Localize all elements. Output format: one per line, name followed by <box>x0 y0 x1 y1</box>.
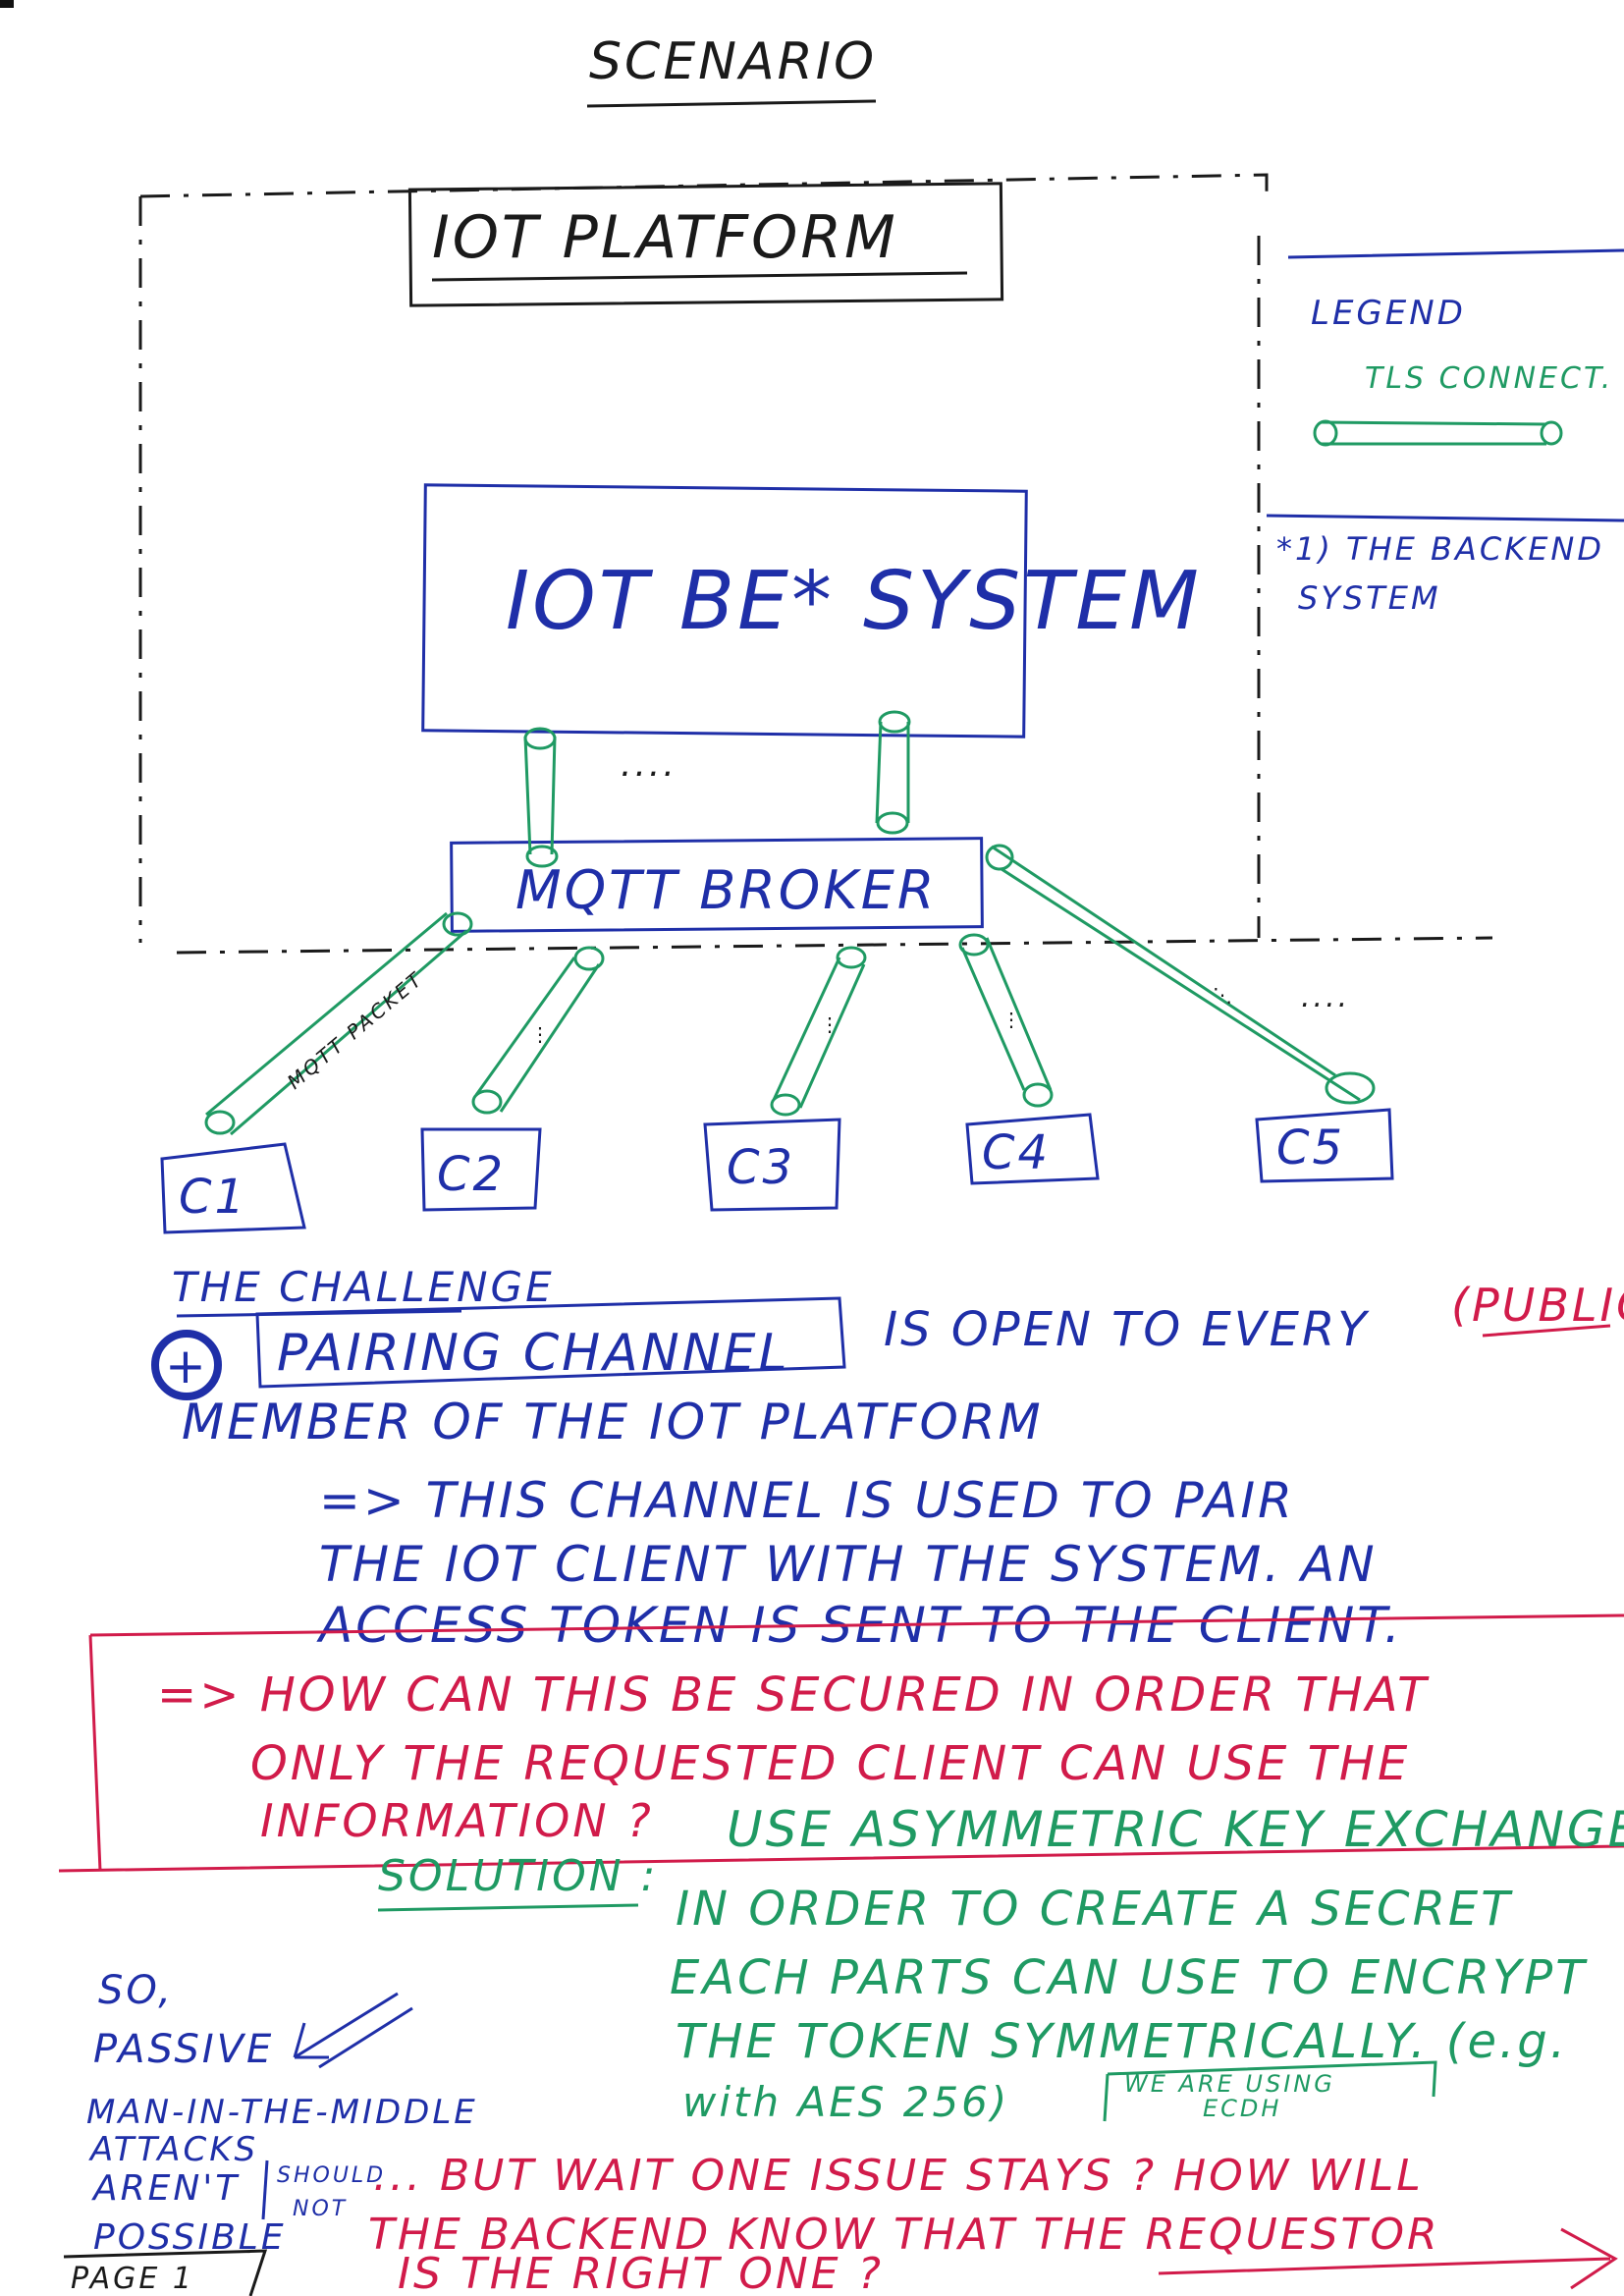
plus-marker: + <box>151 1330 222 1400</box>
tls-tube-c4: ⋮ <box>958 933 1054 1108</box>
ecdh-note-line2: ECDH <box>1203 2095 1281 2122</box>
backend-ellipsis: .... <box>621 744 677 785</box>
tls-tube-c3: ⋮ <box>770 946 867 1117</box>
tls-tube-c5: ⋱ <box>985 844 1376 1105</box>
solution-line2: IN ORDER TO CREATE A SECRET <box>676 1882 1513 1937</box>
client-c5: C5 <box>1255 1108 1394 1183</box>
svg-text:C4: C4 <box>982 1125 1051 1180</box>
pairing-channel-box: PAIRING CHANNEL <box>255 1296 846 1389</box>
solution-line1: USE ASYMMETRIC KEY EXCHANGE <box>727 1801 1624 1858</box>
solution-label: SOLUTION : <box>378 1851 659 1901</box>
tube-dots: ⋱ <box>1213 985 1232 1007</box>
client-c1: C1 <box>160 1142 306 1234</box>
client-c2: C2 <box>420 1127 542 1212</box>
question-line3: INFORMATION ? <box>260 1794 654 1847</box>
question-line1: => HOW CAN THIS BE SECURED IN ORDER THAT <box>157 1667 1430 1722</box>
client-c3: C3 <box>703 1118 841 1212</box>
mqtt-packet-label: MQTT PACKET <box>283 966 428 1094</box>
clients-ellipsis: .... <box>1301 980 1350 1014</box>
tube-dots: ⋮ <box>530 1024 550 1046</box>
ecdh-note-box: WE ARE USING ECDH <box>1103 2060 1437 2122</box>
continue-arrow <box>1158 2227 1618 2290</box>
tls-tube-c1: MQTT PACKET <box>204 911 473 1136</box>
solution-underline <box>377 1903 639 1912</box>
platform-title-box: IOT PLATFORM <box>407 182 1004 307</box>
tube-dots: ⋮ <box>820 1014 839 1036</box>
svg-text:+: + <box>165 1338 206 1394</box>
issue-line1: ... BUT WAIT ONE ISSUE STAYS ? HOW WILL <box>373 2151 1424 2201</box>
public-note: (PUBLIC) <box>1451 1279 1624 1332</box>
pairing-channel-label: PAIRING CHANNEL <box>277 1324 789 1383</box>
challenge-line4: THE IOT CLIENT WITH THE SYSTEM. AN <box>319 1536 1378 1593</box>
mqtt-broker-box: MQTT BROKER <box>450 837 984 933</box>
question-box: => HOW CAN THIS BE SECURED IN ORDER THAT… <box>58 1613 1624 1873</box>
broker-label: MQTT BROKER <box>515 859 937 921</box>
platform-label: IOT PLATFORM <box>432 203 898 272</box>
tls-tube-backend-right <box>875 710 911 835</box>
legend-footnote-line2: SYSTEM <box>1298 579 1441 617</box>
side-note-line4: ATTACKS <box>88 2130 258 2169</box>
challenge-heading: THE CHALLENGE <box>172 1263 555 1311</box>
issue-line2: THE BACKEND KNOW THAT THE REQUESTOR <box>368 2210 1440 2260</box>
solution-line4: THE TOKEN SYMMETRICALLY. (e.g. <box>676 2014 1568 2069</box>
tls-tube-backend-left <box>523 727 559 868</box>
side-note-line5: AREN'T <box>91 2168 240 2209</box>
legend-title: LEGEND <box>1311 294 1466 333</box>
side-note-line2: PASSIVE <box>93 2027 274 2072</box>
page-label: PAGE 1 <box>71 2262 194 2296</box>
issue-line3: IS THE RIGHT ONE ? <box>398 2249 884 2296</box>
side-note-bar <box>261 2159 269 2220</box>
backend-system-box: IOT BE* SYSTEM <box>421 483 1202 738</box>
side-note-not: NOT <box>293 2197 348 2221</box>
tube-dots: ⋮ <box>1001 1010 1021 1031</box>
client-c4: C4 <box>965 1113 1100 1185</box>
page-title: SCENARIO <box>589 32 877 91</box>
page-label-box: PAGE 1 <box>63 2249 268 2296</box>
side-note-line1: SO, <box>98 1968 174 2013</box>
corner-mark <box>0 0 14 8</box>
svg-text:C5: C5 <box>1276 1121 1345 1175</box>
svg-text:C1: C1 <box>179 1170 247 1225</box>
legend-item-label: TLS CONNECT. <box>1365 361 1613 396</box>
legend-footnote-line1: *1) THE BACKEND <box>1276 530 1604 568</box>
challenge-line3: => THIS CHANNEL IS USED TO PAIR <box>319 1472 1295 1529</box>
side-note-should: SHOULD <box>277 2163 386 2188</box>
challenge-line1-rest: IS OPEN TO EVERY <box>884 1302 1370 1357</box>
challenge-line2: MEMBER OF THE IOT PLATFORM <box>182 1394 1044 1450</box>
tls-tube-c2: ⋮ <box>471 946 605 1115</box>
public-underline <box>1482 1324 1611 1338</box>
solution-line5: with AES 256) <box>682 2078 1009 2126</box>
svg-text:C2: C2 <box>437 1147 506 1202</box>
svg-text:C3: C3 <box>727 1140 795 1195</box>
question-line2: ONLY THE REQUESTED CLIENT CAN USE THE <box>250 1736 1410 1791</box>
side-note-line3: MAN-IN-THE-MIDDLE <box>86 2093 478 2132</box>
legend-box: LEGEND TLS CONNECT. *1) THE BACKEND SYST… <box>1266 248 1624 617</box>
platform-boundary <box>138 173 1493 955</box>
legend-tls-tube-swatch <box>1313 419 1563 447</box>
title-underline <box>586 99 877 108</box>
solution-line3: EACH PARTS CAN USE TO ENCRYPT <box>670 1950 1588 2005</box>
backend-label: IOT BE* SYSTEM <box>506 555 1202 648</box>
ecdh-note-line1: WE ARE USING <box>1124 2070 1335 2098</box>
side-note-arrow <box>293 1992 413 2069</box>
